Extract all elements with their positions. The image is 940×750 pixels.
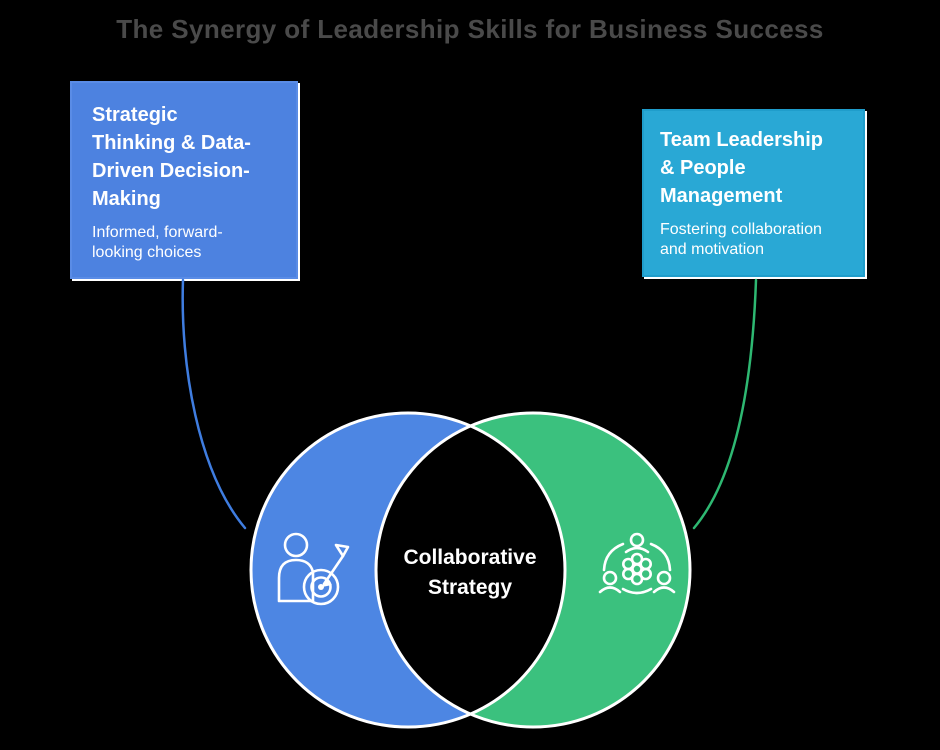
strategic-thinking-box-title: Strategic Thinking & Data-Driven Decisio… bbox=[92, 104, 251, 210]
left-connector-line bbox=[181, 278, 247, 530]
strategic-thinking-box[interactable]: Strategic Thinking & Data-Driven Decisio… bbox=[70, 81, 298, 279]
person-target-icon bbox=[277, 532, 350, 606]
team-leadership-box[interactable]: Team Leadership & People Management Fost… bbox=[642, 109, 865, 277]
team-leadership-box-subtitle: Fostering collaboration and motivation bbox=[660, 221, 822, 258]
right-venn-circle[interactable] bbox=[376, 413, 690, 727]
strategic-thinking-box-subtitle: Informed, forward-looking choices bbox=[92, 224, 223, 261]
left-circle-outline bbox=[249, 411, 567, 729]
team-gear-icon bbox=[598, 532, 676, 595]
right-circle-outline bbox=[374, 411, 692, 729]
team-leadership-box-title: Team Leadership & People Management bbox=[660, 129, 824, 207]
diagram-title: The Synergy of Leadership Skills for Bus… bbox=[116, 14, 824, 44]
intersection-label: Collaborative Strategy bbox=[403, 546, 537, 599]
right-connector-line bbox=[692, 278, 758, 530]
